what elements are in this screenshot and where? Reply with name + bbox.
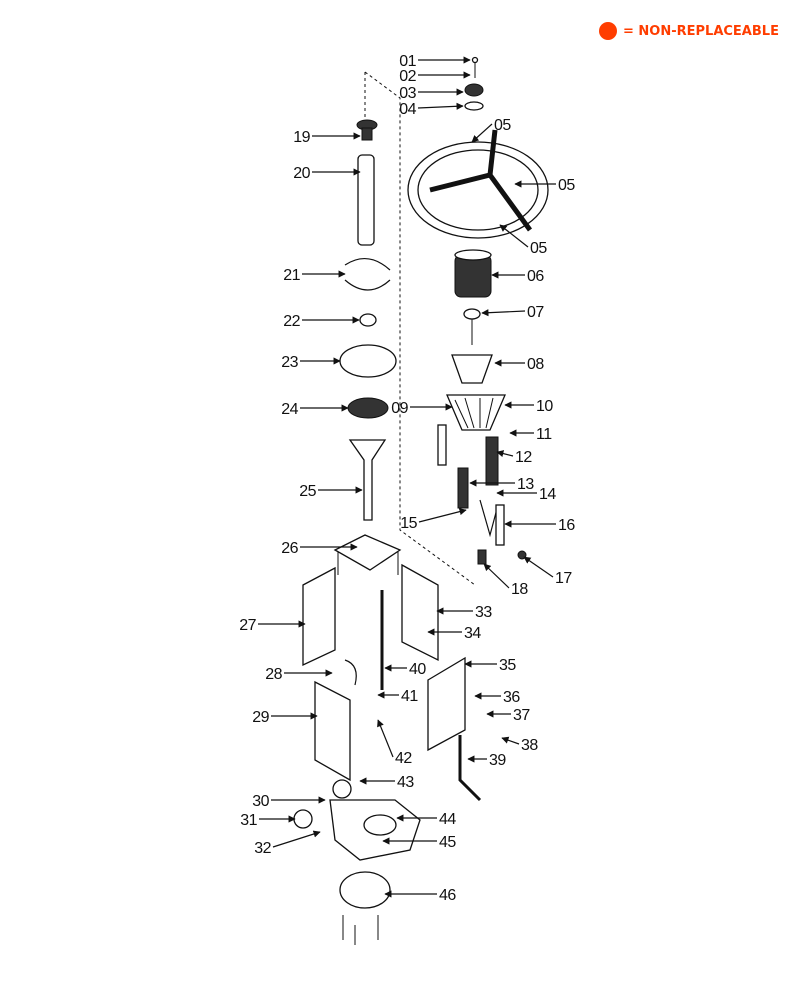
part-label-30: 30 (252, 793, 269, 810)
non-replaceable-dot-icon (599, 22, 617, 40)
part-label-19: 19 (293, 129, 310, 146)
part-label-04: 04 (399, 101, 416, 118)
part-label-05: 05 (558, 177, 575, 194)
leader-line-17 (523, 556, 554, 578)
part-label-05: 05 (494, 117, 511, 134)
part-label-07: 07 (527, 304, 544, 321)
part-label-09: 09 (391, 400, 408, 417)
part-label-22: 22 (283, 313, 300, 330)
part-label-14: 14 (539, 486, 556, 503)
part-label-39: 39 (489, 752, 506, 769)
part-label-43: 43 (397, 774, 414, 791)
part-label-35: 35 (499, 657, 516, 674)
part-label-23: 23 (281, 354, 298, 371)
part-label-06: 06 (527, 268, 544, 285)
part-label-01: 01 (399, 53, 416, 70)
part-label-15: 15 (400, 515, 417, 532)
part-label-46: 46 (439, 887, 456, 904)
part-label-42: 42 (395, 750, 412, 767)
part-label-27: 27 (239, 617, 256, 634)
leader-line-15 (418, 508, 467, 523)
part-label-11: 11 (536, 426, 552, 443)
part-label-40: 40 (409, 661, 426, 678)
part-label-12: 12 (515, 449, 532, 466)
leader-line-18 (483, 563, 510, 589)
part-label-32: 32 (254, 840, 271, 857)
part-label-25: 25 (299, 483, 316, 500)
part-drawings (293, 56, 549, 945)
legend-text: = NON-REPLACEABLE (623, 23, 779, 39)
part-label-29: 29 (252, 709, 269, 726)
part-label-02: 02 (399, 68, 416, 85)
part-label-18: 18 (511, 581, 528, 598)
leader-line-12 (496, 450, 514, 458)
part-label-28: 28 (265, 666, 282, 683)
part-label-33: 33 (475, 604, 492, 621)
part-label-41: 41 (401, 688, 418, 705)
part-label-24: 24 (281, 401, 298, 418)
leader-line-05 (471, 123, 493, 143)
part-label-44: 44 (439, 811, 456, 828)
part-label-26: 26 (281, 540, 298, 557)
legend: = NON-REPLACEABLE (599, 22, 779, 40)
part-label-03: 03 (399, 85, 416, 102)
part-label-37: 37 (513, 707, 530, 724)
part-label-38: 38 (521, 737, 538, 754)
leader-line-32 (272, 830, 321, 848)
leader-line-38 (501, 736, 520, 745)
part-label-17: 17 (555, 570, 572, 587)
leader-line-05 (499, 224, 529, 248)
leader-line-07 (481, 309, 526, 317)
part-label-21: 21 (283, 267, 300, 284)
part-label-10: 10 (536, 398, 553, 415)
part-label-20: 20 (293, 165, 310, 182)
part-label-05: 05 (530, 240, 547, 257)
part-label-45: 45 (439, 834, 456, 851)
part-label-31: 31 (240, 812, 257, 829)
part-label-08: 08 (527, 356, 544, 373)
part-label-13: 13 (517, 476, 534, 493)
part-label-36: 36 (503, 689, 520, 706)
leader-line-42 (377, 719, 394, 758)
leader-line-04 (417, 102, 464, 110)
part-label-34: 34 (464, 625, 481, 642)
part-label-16: 16 (558, 517, 575, 534)
